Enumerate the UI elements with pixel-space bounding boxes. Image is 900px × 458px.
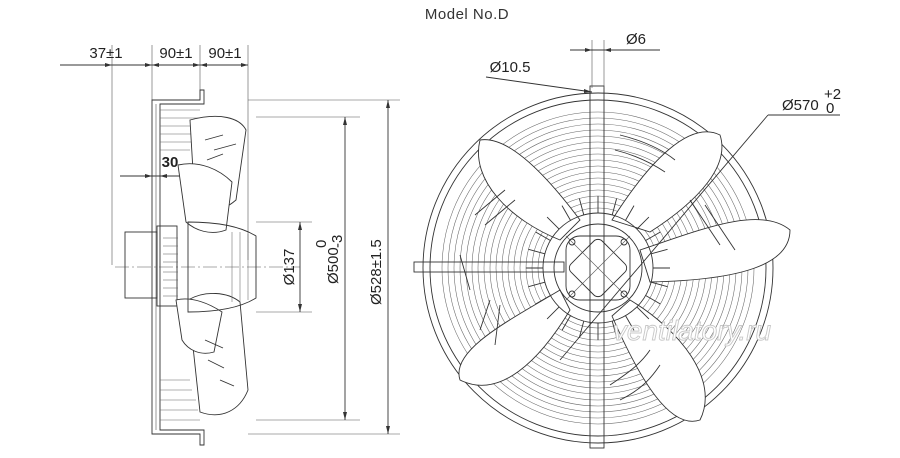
- dim-30: 30: [162, 154, 179, 171]
- watermark: ventilatory.ru: [613, 315, 772, 346]
- dim-137: Ø137: [281, 249, 298, 286]
- dim-500-tol-upper: 0: [313, 240, 330, 248]
- dim-500-tol-lower: -3: [329, 235, 346, 248]
- model-title: Model No.D: [425, 6, 509, 23]
- dim-570: Ø570: [782, 97, 819, 114]
- dim-570-tol-upper: +2: [824, 86, 841, 103]
- dim-90-second: 90±1: [208, 45, 241, 62]
- dim-90-first: 90±1: [159, 45, 192, 62]
- side-view: 37±1 90±1 90±1 30: [60, 45, 400, 446]
- dim-500: Ø500: [325, 247, 342, 284]
- front-view: Ø6 Ø10.5 Ø570 +2 0 ventilatory.ru: [413, 31, 841, 449]
- dim-10-5: Ø10.5: [490, 59, 531, 76]
- dim-6: Ø6: [626, 31, 646, 48]
- dim-37: 37±1: [89, 45, 122, 62]
- dim-570-tol-lower: 0: [826, 100, 834, 117]
- dim-528: Ø528±1.5: [368, 239, 385, 305]
